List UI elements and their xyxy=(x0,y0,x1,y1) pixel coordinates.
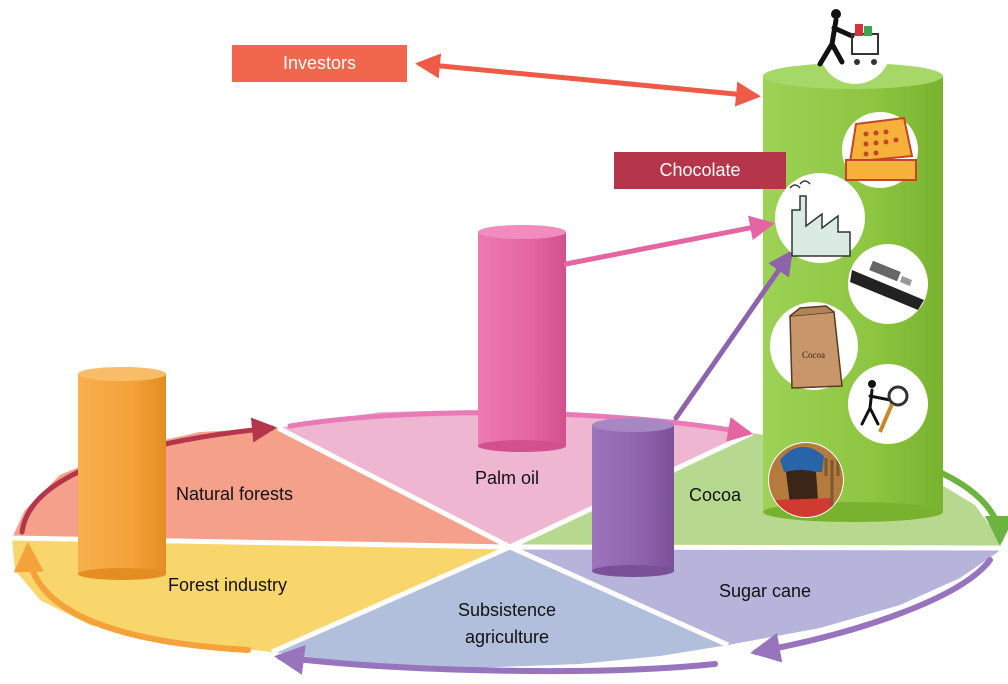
segment-subsistence xyxy=(272,547,728,668)
cylinder-purple xyxy=(592,418,674,577)
label-natural-forests: Natural forests xyxy=(176,484,293,504)
arrow-purple-arc-bottom xyxy=(274,645,718,675)
chocolate-label: Chocolate xyxy=(614,152,786,189)
connection-arrows xyxy=(415,53,793,421)
label-palm-oil: Palm oil xyxy=(475,468,539,488)
cylinder-orange xyxy=(78,367,166,580)
cocoa-sack-text: Cocoa xyxy=(802,350,825,360)
arrow-palm-oil-to-factory xyxy=(563,215,775,267)
cash-register-icon xyxy=(842,112,918,188)
arrow-purple-arc-right xyxy=(750,557,993,663)
cocoa-sack-icon: Cocoa xyxy=(770,302,858,390)
shopper-cart-icon xyxy=(817,9,891,84)
label-forest-industry: Forest industry xyxy=(168,575,287,595)
investors-label: Investors xyxy=(232,45,407,82)
cargo-ship-icon xyxy=(848,244,928,324)
arrow-green-arc xyxy=(932,467,1008,546)
label-sugar-cane: Sugar cane xyxy=(719,581,811,601)
factory-icon xyxy=(775,173,865,263)
arrow-cocoa-to-factory xyxy=(673,249,793,421)
label-subsistence-line1: Subsistence xyxy=(458,600,556,620)
cylinder-pink xyxy=(478,225,566,452)
inspector-magnifier-icon xyxy=(848,364,928,444)
arrow-orange-arc xyxy=(13,542,251,653)
label-cocoa: Cocoa xyxy=(689,485,742,505)
arrow-investors xyxy=(415,53,761,107)
segment-labels: Natural forests Palm oil Cocoa Forest in… xyxy=(168,468,811,647)
label-subsistence-line2: agriculture xyxy=(465,627,549,647)
farmer-icon xyxy=(768,442,844,518)
